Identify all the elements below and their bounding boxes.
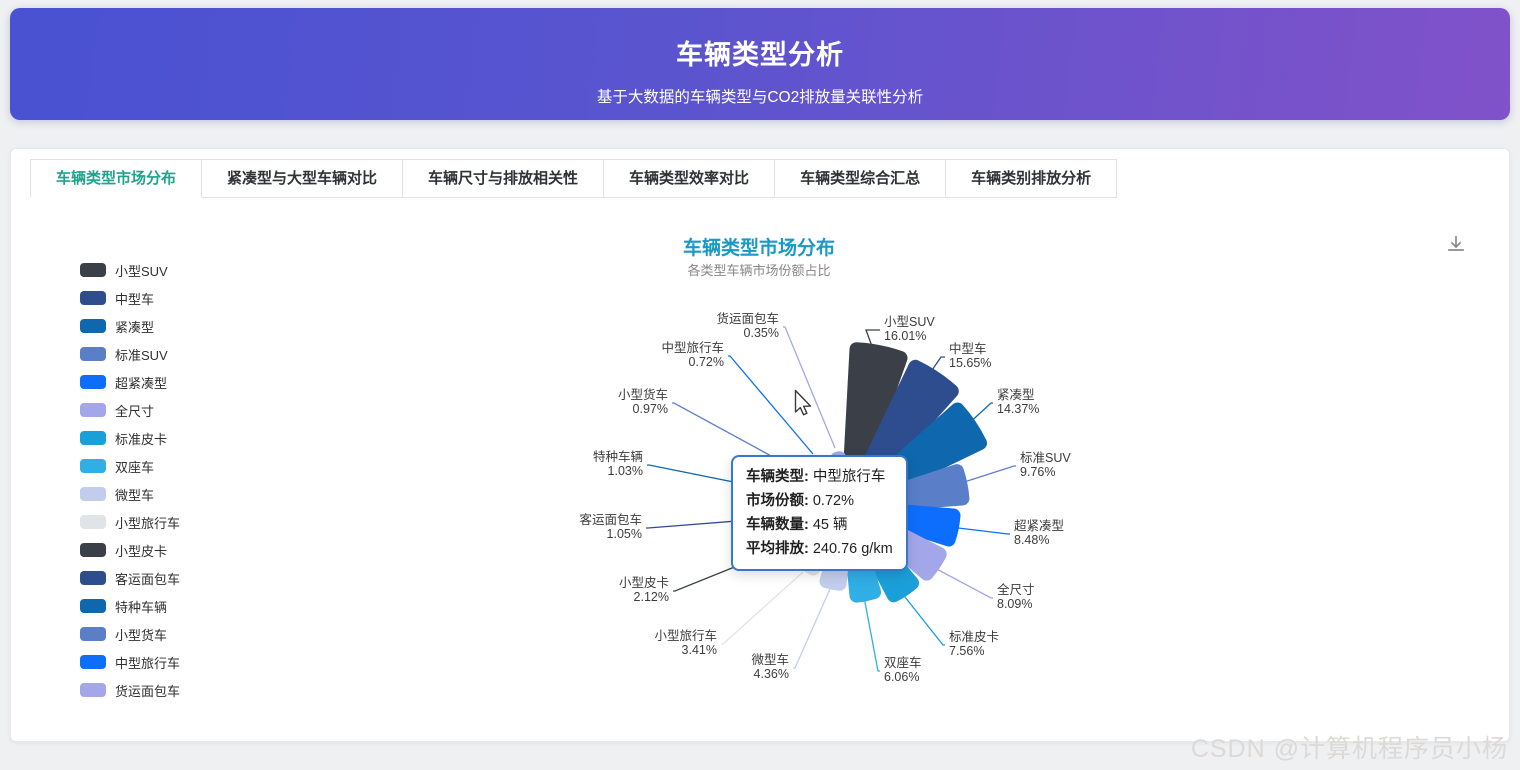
legend-label: 标准皮卡 (115, 431, 168, 447)
legend-swatch (80, 655, 106, 669)
legend-label: 小型SUV (115, 263, 168, 279)
legend-item[interactable]: 小型旅行车 (80, 508, 180, 536)
tooltip-line: 车辆类型: 中型旅行车 (746, 469, 886, 485)
chart-legend: 小型SUV 中型车紧凑型标准SUV 超紧凑型全尺寸标准皮卡双座车微型车小型旅行车小型… (80, 256, 180, 704)
legend-label: 客运面包车 (115, 571, 181, 587)
label-line (721, 571, 804, 645)
legend-swatch (80, 403, 106, 417)
legend-swatch (80, 375, 106, 389)
legend-item[interactable]: 紧凑型 (80, 312, 180, 340)
legend-swatch (80, 543, 106, 557)
tooltip-line: 平均排放: 240.76 g/km (746, 541, 893, 557)
legend-swatch (80, 431, 106, 445)
tab-5[interactable]: 车辆类型综合汇总 (775, 159, 947, 198)
label-line (783, 326, 836, 449)
legend-item[interactable]: 标准SUV (80, 340, 180, 368)
legend-label: 中型车 (115, 291, 155, 307)
legend-label: 小型旅行车 (115, 515, 181, 531)
legend-label: 中型旅行车 (115, 655, 181, 671)
download-icon[interactable] (1440, 230, 1472, 262)
legend-swatch (80, 571, 106, 585)
label-line (925, 356, 945, 380)
legend-item[interactable]: 小型SUV (80, 256, 180, 284)
label-line (672, 402, 796, 470)
page-header: 车辆类型分析 基于大数据的车辆类型与CO2排放量关联性分析 (10, 8, 1510, 120)
tab-1[interactable]: 车辆类型市场分布 (30, 159, 203, 198)
legend-swatch (80, 683, 106, 697)
tab-2[interactable]: 紧凑型与大型车辆对比 (202, 159, 404, 198)
legend-item[interactable]: 小型货车 (80, 620, 180, 648)
label-line (930, 565, 993, 599)
legend-swatch (80, 319, 106, 333)
label-line (964, 402, 993, 428)
label-line (949, 526, 1010, 535)
legend-label: 小型货车 (115, 627, 168, 643)
legend-item[interactable]: 中型旅行车 (80, 648, 180, 676)
main-card (10, 148, 1510, 742)
page-subtitle: 基于大数据的车辆类型与CO2排放量关联性分析 (596, 89, 924, 106)
legend-item[interactable]: 全尺寸 (80, 396, 180, 424)
label-line (793, 588, 831, 669)
watermark: CSDN @计算机程序员小杨 (1190, 735, 1508, 763)
legend-item[interactable]: 货运面包车 (80, 676, 180, 704)
legend-swatch (80, 487, 106, 501)
legend-label: 小型皮卡 (115, 543, 168, 559)
legend-swatch (80, 515, 106, 529)
legend-item[interactable]: 超紧凑型 (80, 368, 180, 396)
label-line (900, 591, 945, 646)
legend-label: 特种车辆 (115, 599, 168, 615)
legend-swatch (80, 459, 106, 473)
legend-label: 超紧凑型 (115, 375, 168, 391)
download-icon-glyph (1448, 236, 1464, 251)
legend-label: 货运面包车 (115, 683, 181, 699)
tooltip-line: 车辆数量: 45 辆 (746, 517, 848, 533)
label-line (865, 329, 880, 350)
legend-swatch (80, 599, 106, 613)
chart-subtitle: 各类型车辆市场份额占比 (687, 263, 831, 278)
legend-item[interactable]: 微型车 (80, 480, 180, 508)
tab-6[interactable]: 车辆类别排放分析 (946, 159, 1118, 198)
legend-swatch (80, 291, 106, 305)
legend-swatch (80, 627, 106, 641)
legend-swatch (80, 263, 106, 277)
legend-item[interactable]: 中型车 (80, 284, 180, 312)
tab-4[interactable]: 车辆类型效率对比 (604, 159, 776, 198)
legend-label: 紧凑型 (115, 319, 155, 335)
legend-swatch (80, 347, 106, 361)
legend-item[interactable]: 客运面包车 (80, 564, 180, 592)
chart-tooltip: 车辆类型: 中型旅行车市场份额: 0.72% 车辆数量: 45 辆平均排放: 24… (731, 455, 908, 571)
legend-item[interactable]: 双座车 (80, 452, 180, 480)
legend-label: 标准SUV (115, 347, 168, 363)
tab-bar: 车辆类型市场分布紧凑型与大型车辆对比车辆尺寸与排放相关性车辆类型效率对比车辆类型… (30, 159, 1118, 198)
label-line (957, 465, 1016, 485)
tooltip-line: 市场份额: 0.72% (746, 493, 854, 509)
legend-item[interactable]: 小型皮卡 (80, 536, 180, 564)
page-title: 车辆类型分析 (676, 40, 844, 70)
legend-item[interactable]: 特种车辆 (80, 592, 180, 620)
legend-label: 双座车 (115, 459, 155, 475)
legend-label: 全尺寸 (115, 403, 155, 419)
chart-title: 车辆类型市场分布 (682, 238, 835, 259)
label-line (728, 355, 814, 455)
legend-label: 微型车 (115, 487, 155, 503)
label-line (863, 596, 880, 672)
legend-item[interactable]: 标准皮卡 (80, 424, 180, 452)
tab-3[interactable]: 车辆尺寸与排放相关性 (403, 159, 605, 198)
